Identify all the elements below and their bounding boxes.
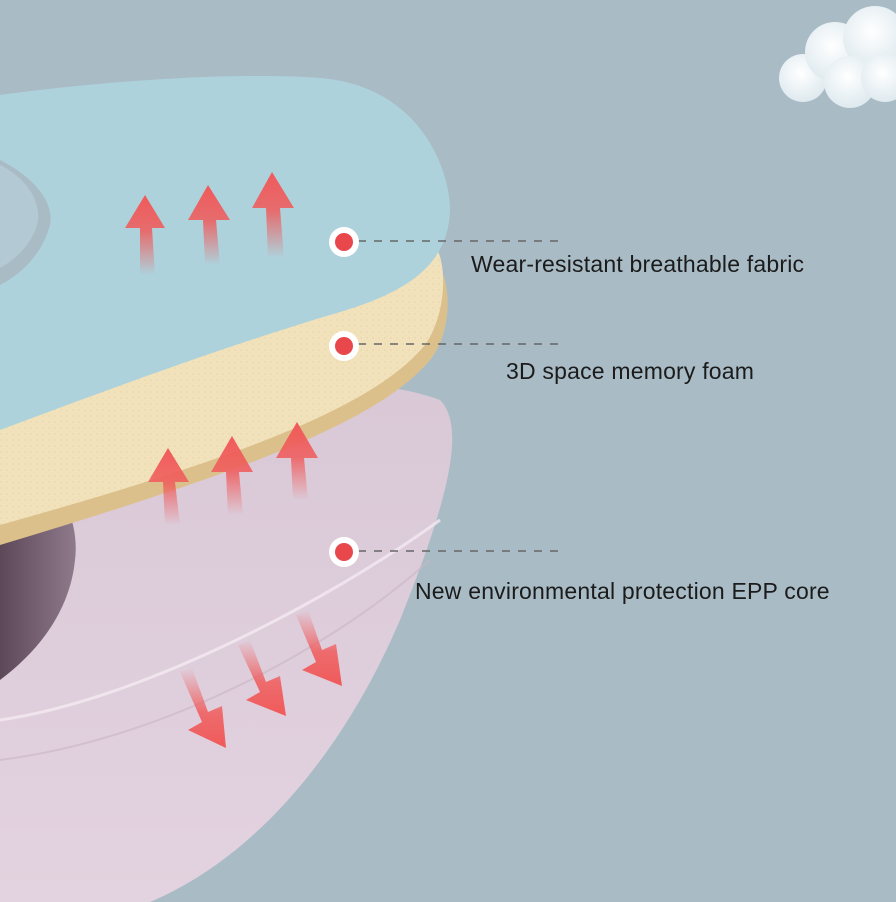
arrow-up-icon [211, 436, 253, 515]
marker-dot-icon [329, 537, 359, 567]
airflow-arrows [125, 172, 342, 748]
arrow-up-icon [252, 172, 294, 258]
marker-dot-icon [329, 227, 359, 257]
callout-label-fabric: Wear-resistant breathable fabric [471, 251, 805, 277]
arrow-up-icon [188, 185, 230, 265]
arrow-up-icon [148, 448, 189, 525]
marker-dot-icon [329, 331, 359, 361]
arrow-up-icon [276, 422, 318, 500]
fabric-layer [0, 75, 450, 430]
callout-label-foam: 3D space memory foam [506, 358, 755, 384]
arrow-down-icon [296, 610, 342, 686]
cloud-icon [779, 6, 896, 108]
arrow-down-icon [238, 640, 286, 716]
arrow-up-icon [125, 195, 165, 275]
callout-label-epp-core: New environmental protection EPP core [415, 578, 830, 604]
arrow-down-icon [180, 668, 226, 748]
leader-lines [358, 240, 565, 552]
